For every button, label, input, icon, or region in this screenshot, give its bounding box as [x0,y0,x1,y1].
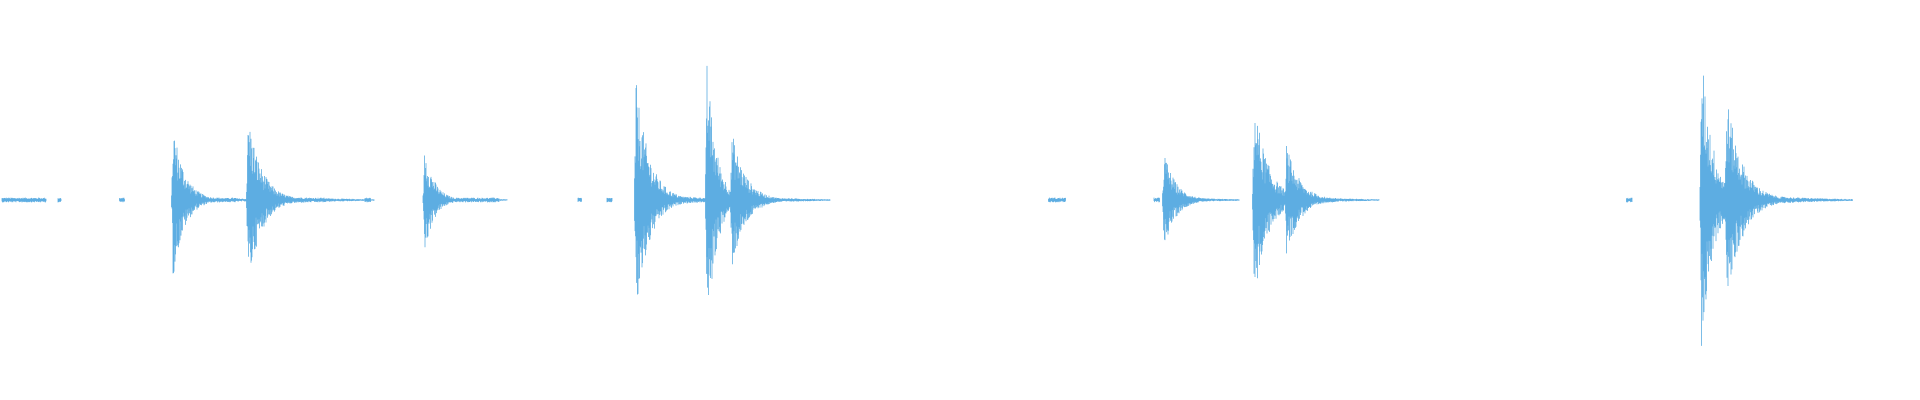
waveform-trace [1,65,1853,346]
waveform-path [1,65,1853,346]
